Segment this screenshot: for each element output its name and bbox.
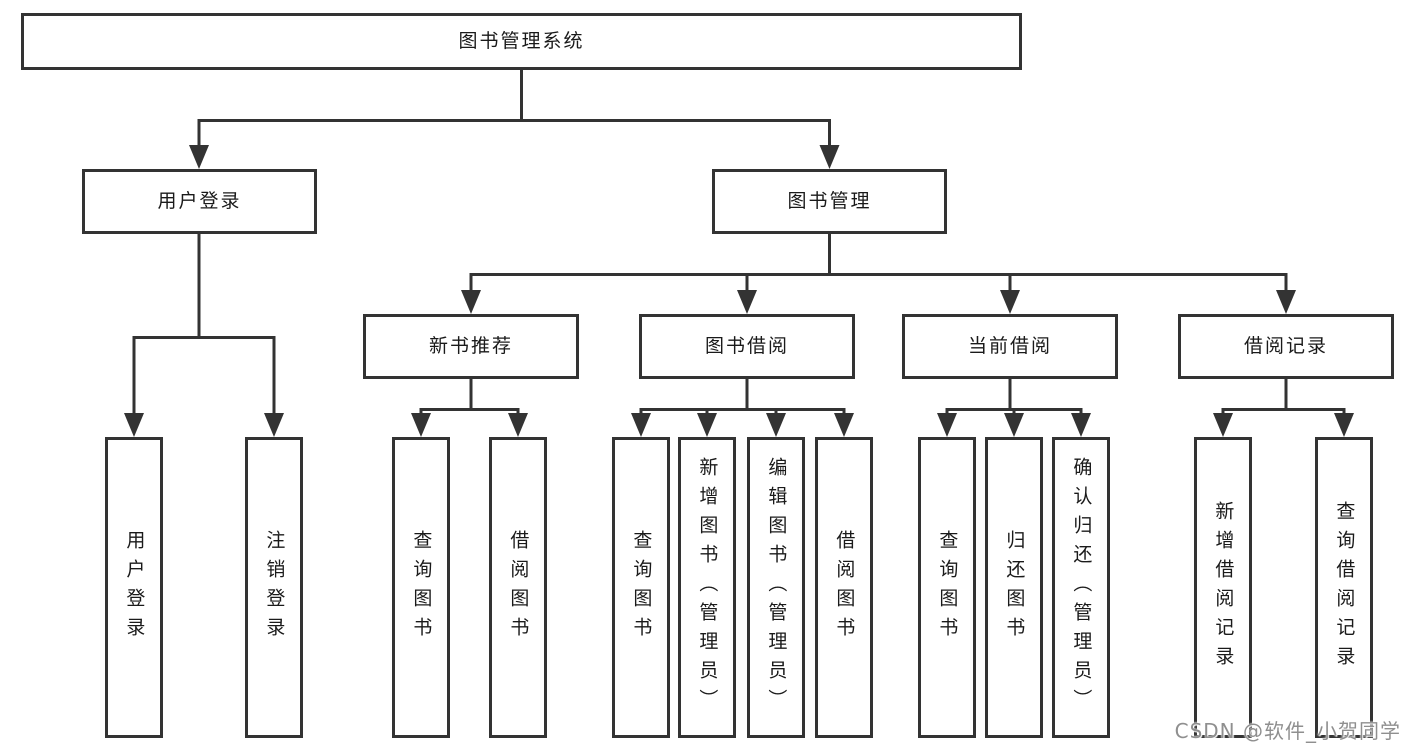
node-logout: 注销登录: [245, 437, 303, 738]
node-book-borrowing: 图书借阅: [639, 314, 855, 379]
node-book-management: 图书管理: [712, 169, 947, 234]
node-system: 图书管理系统: [21, 13, 1022, 70]
node-return-books: 归还图书: [985, 437, 1043, 738]
node-query-books-recommend: 查询图书: [392, 437, 450, 738]
node-login: 用户登录: [105, 437, 163, 738]
node-query-borrow-record: 查询借阅记录: [1315, 437, 1373, 738]
node-query-books-current: 查询图书: [918, 437, 976, 738]
csdn-watermark: CSDN @软件_小贺同学: [1174, 719, 1401, 743]
node-confirm-return-admin: 确认归还（管理员）: [1052, 437, 1110, 738]
node-edit-book-admin: 编辑图书（管理员）: [747, 437, 805, 738]
node-add-borrow-record: 新增借阅记录: [1194, 437, 1252, 738]
node-add-book-admin: 新增图书（管理员）: [678, 437, 736, 738]
node-query-books-borrowing: 查询图书: [612, 437, 670, 738]
node-new-book-recommend: 新书推荐: [363, 314, 579, 379]
node-current-borrowing: 当前借阅: [902, 314, 1118, 379]
node-user-login: 用户登录: [82, 169, 317, 234]
node-borrowing-records: 借阅记录: [1178, 314, 1394, 379]
node-borrow-books-borrowing: 借阅图书: [815, 437, 873, 738]
node-borrow-books-recommend: 借阅图书: [489, 437, 547, 738]
